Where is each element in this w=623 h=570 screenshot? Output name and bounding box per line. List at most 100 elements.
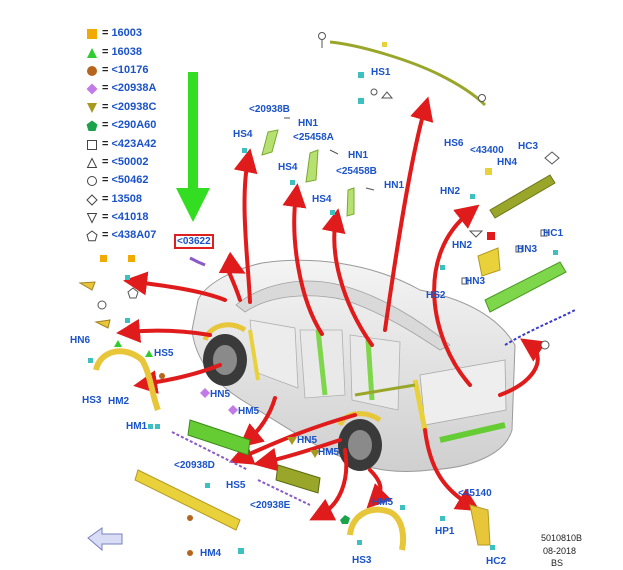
legend-row: =<50462 bbox=[86, 171, 156, 189]
legend-row: =<290A60 bbox=[86, 116, 156, 134]
callout-hm5-a: HM5 bbox=[238, 406, 260, 417]
legend-equals: = bbox=[102, 63, 109, 76]
rear-pillar-trim bbox=[440, 504, 495, 550]
reference-date: 08-2018 bbox=[543, 546, 577, 556]
pillar-trim-c bbox=[330, 187, 375, 217]
rear-wheel-arch-liner bbox=[340, 505, 407, 551]
legend-equals: = bbox=[102, 82, 109, 95]
legend-equals: = bbox=[102, 229, 109, 242]
legend-equals: = bbox=[102, 174, 109, 187]
roof-strip-part bbox=[318, 32, 487, 107]
legend-row: =<10176 bbox=[86, 61, 156, 79]
diamond-outline-icon bbox=[86, 193, 98, 206]
legend-part-code: 16003 bbox=[111, 27, 143, 40]
callout-hn3-a: HN3 bbox=[517, 244, 538, 255]
rear-bumper-strip bbox=[440, 229, 576, 350]
callout-hn5-b: HN5 bbox=[297, 435, 318, 446]
legend-part-code: <20938C bbox=[111, 100, 157, 113]
legend-row: =<423A42 bbox=[86, 134, 156, 152]
callout-hc2: HC2 bbox=[486, 556, 507, 567]
triangle-down-icon bbox=[86, 101, 98, 113]
callout-part-20938d: <20938D bbox=[174, 460, 215, 471]
legend-equals: = bbox=[102, 119, 109, 132]
legend-part-code: <41018 bbox=[111, 211, 149, 224]
callout-hc3: HC3 bbox=[518, 141, 539, 152]
symbol-legend: =16003=16038=<10176=<20938A=<20938C=<290… bbox=[86, 24, 156, 245]
callout-hs2: HS2 bbox=[426, 290, 446, 301]
callout-part-25458a: <25458A bbox=[293, 132, 334, 143]
circle-icon bbox=[86, 64, 98, 76]
callout-hn1-c: HN1 bbox=[384, 180, 405, 191]
small-clip-part bbox=[189, 256, 206, 267]
legend-equals: = bbox=[102, 45, 109, 58]
front-door-moulding bbox=[155, 388, 251, 471]
legend-part-code: <50002 bbox=[111, 155, 149, 168]
callout-part-43400: <43400 bbox=[470, 145, 504, 156]
orientation-arrow bbox=[87, 527, 123, 552]
legend-row: =16038 bbox=[86, 42, 156, 60]
pentagon-icon bbox=[86, 119, 98, 132]
triangle-down-outline-icon bbox=[86, 211, 98, 224]
legend-row: =<41018 bbox=[86, 208, 156, 226]
callout-hm5-b: HM5 bbox=[318, 447, 340, 458]
callout-hm5-c: HM5 bbox=[372, 497, 394, 508]
legend-row: =16003 bbox=[86, 24, 156, 42]
callout-hs3-b: HS3 bbox=[352, 555, 372, 566]
callout-hn2-a: HN2 bbox=[440, 186, 461, 197]
callout-hm4: HM4 bbox=[200, 548, 222, 559]
reference-initials: BS bbox=[551, 558, 564, 568]
triangle-up-outline-icon bbox=[86, 156, 98, 168]
legend-part-code: 13508 bbox=[111, 192, 143, 205]
callout-hp1: HP1 bbox=[435, 526, 455, 537]
callout-hs3-a: HS3 bbox=[82, 395, 102, 406]
callout-part-20938e: <20938E bbox=[250, 500, 291, 511]
legend-equals: = bbox=[102, 192, 109, 205]
legend-equals: = bbox=[102, 100, 109, 113]
callout-hm2: HM2 bbox=[108, 396, 130, 407]
legend-part-code: 16038 bbox=[111, 45, 143, 58]
rear-spoiler-part bbox=[470, 151, 560, 219]
callout-hn5-a: HN5 bbox=[210, 389, 231, 400]
callout-hs1: HS1 bbox=[371, 67, 391, 78]
legend-part-code: <50462 bbox=[111, 174, 149, 187]
callout-hs5-a: HS5 bbox=[154, 348, 174, 359]
callout-part-03622: <03622 bbox=[174, 234, 214, 249]
legend-equals: = bbox=[102, 155, 109, 168]
rear-door-moulding bbox=[257, 437, 321, 506]
legend-part-code: <423A42 bbox=[111, 137, 157, 150]
legend-equals: = bbox=[102, 211, 109, 224]
callout-hn6: HN6 bbox=[70, 335, 91, 346]
legend-row: =<20938A bbox=[86, 79, 156, 97]
legend-part-code: <438A07 bbox=[111, 229, 157, 242]
callout-part-45140: <45140 bbox=[458, 488, 492, 499]
legend-row: =<438A07 bbox=[86, 226, 156, 244]
legend-equals: = bbox=[102, 27, 109, 40]
square-outline-icon bbox=[86, 138, 98, 150]
legend-row: =<20938C bbox=[86, 98, 156, 116]
front-wheel-arch-liner bbox=[88, 340, 165, 429]
legend-part-code: <290A60 bbox=[111, 119, 157, 132]
callout-hs4-b: HS4 bbox=[278, 162, 298, 173]
callout-hm1: HM1 bbox=[126, 421, 148, 432]
callout-hn4: HN4 bbox=[497, 157, 518, 168]
pillar-trim-a bbox=[290, 149, 339, 185]
callout-part-25458b: <25458B bbox=[336, 166, 377, 177]
legend-row: =<50002 bbox=[86, 153, 156, 171]
callout-hn1-a: HN1 bbox=[298, 118, 319, 129]
callout-hs4-a: HS4 bbox=[233, 129, 253, 140]
legend-part-code: <20938A bbox=[111, 82, 157, 95]
triangle-up-icon bbox=[86, 46, 98, 58]
front-fender-clips bbox=[78, 255, 139, 329]
square-icon bbox=[86, 27, 98, 40]
legend-part-code: <10176 bbox=[111, 63, 149, 76]
callout-hs4-c: HS4 bbox=[312, 194, 332, 205]
callout-hn1-b: HN1 bbox=[348, 150, 369, 161]
callout-hs5-b: HS5 bbox=[226, 480, 246, 491]
pentagon-outline-icon bbox=[86, 229, 98, 242]
callout-hn3-b: HN3 bbox=[465, 276, 486, 287]
pillar-trim-b bbox=[242, 117, 290, 156]
callout-part-20938b: <20938B bbox=[249, 104, 290, 115]
callout-hs6: HS6 bbox=[444, 138, 464, 149]
legend-row: =13508 bbox=[86, 190, 156, 208]
